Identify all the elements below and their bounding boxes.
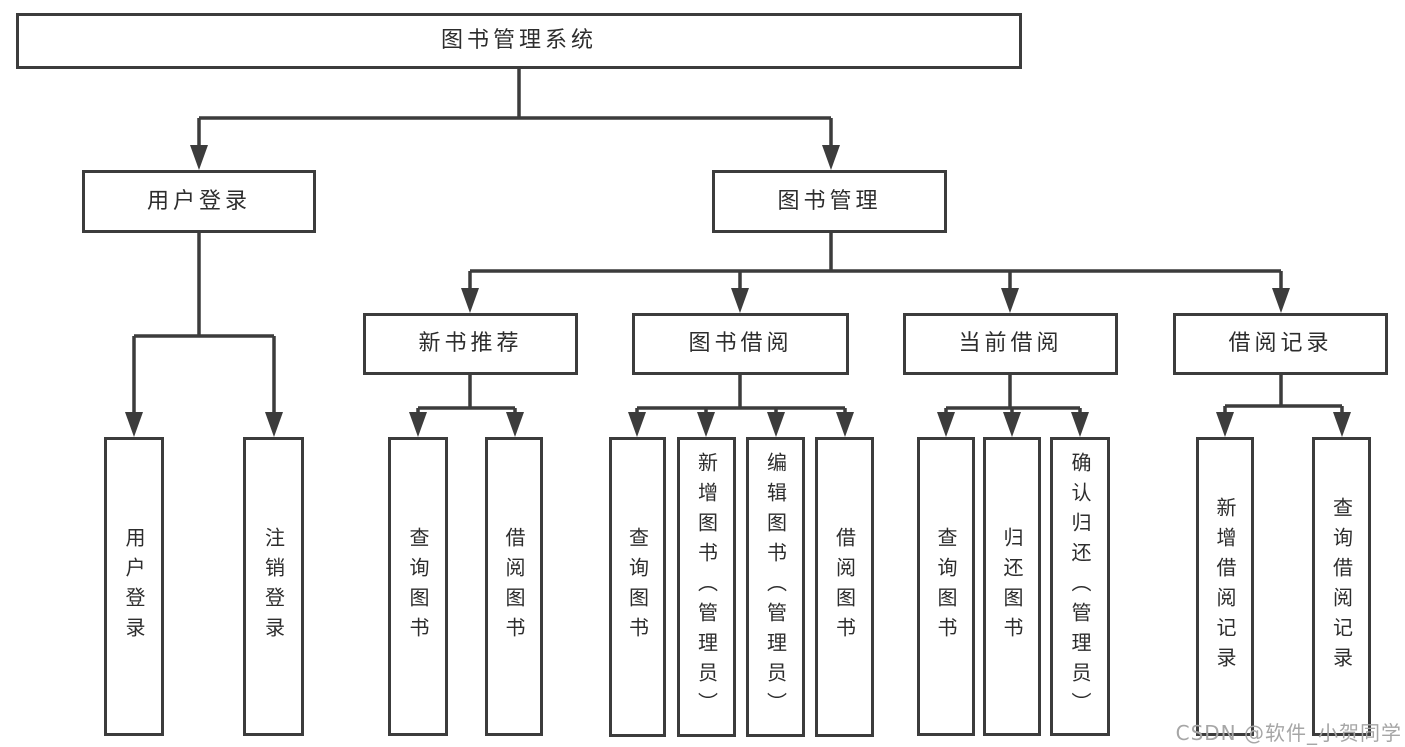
node-book-management: 图书管理 [712, 170, 947, 233]
node-label: 新书推荐 [418, 331, 523, 356]
node-label: 注销登录 [261, 526, 286, 647]
arrowhead-down-icon [1003, 412, 1021, 437]
node-label: 用户登录 [146, 188, 251, 214]
node-leaf-query-book-1: 查询图书 [388, 437, 448, 736]
arrowhead-down-icon [937, 412, 955, 437]
node-leaf-logout: 注销登录 [243, 437, 304, 736]
node-leaf-query-book-2: 查询图书 [609, 437, 666, 737]
arrowhead-down-icon [836, 412, 854, 437]
node-leaf-return-book: 归还图书 [983, 437, 1041, 736]
node-label: 新增借阅记录 [1213, 496, 1237, 677]
node-label: 图书管理系统 [440, 28, 597, 53]
arrowhead-down-icon [822, 145, 840, 170]
arrowhead-down-icon [731, 288, 749, 313]
arrowhead-down-icon [1272, 288, 1290, 313]
node-book-borrow: 图书借阅 [632, 313, 849, 375]
node-label: 用户登录 [122, 526, 146, 647]
node-label: 查询图书 [406, 526, 430, 647]
arrowhead-down-icon [1071, 412, 1089, 437]
node-leaf-query-borrow-record: 查询借阅记录 [1312, 437, 1371, 736]
node-leaf-user-login: 用户登录 [104, 437, 164, 736]
node-label: 编辑图书（管理员） [763, 452, 788, 722]
node-label: 借阅记录 [1228, 331, 1333, 356]
node-label: 借阅图书 [832, 527, 857, 647]
arrowhead-down-icon [1216, 412, 1234, 437]
node-label: 查询借阅记录 [1329, 496, 1354, 677]
node-leaf-edit-book-admin: 编辑图书（管理员） [746, 437, 805, 737]
node-label: 归还图书 [1000, 526, 1024, 647]
node-user-login-group: 用户登录 [82, 170, 316, 233]
node-label: 新增图书（管理员） [694, 452, 719, 722]
arrowhead-down-icon [461, 288, 479, 313]
node-borrow-records: 借阅记录 [1173, 313, 1388, 375]
csdn-watermark: CSDN @软件_小贺同学 [1175, 721, 1402, 745]
arrowhead-down-icon [125, 412, 143, 437]
arrowhead-down-icon [409, 412, 427, 437]
node-label: 借阅图书 [502, 526, 526, 647]
node-label: 查询图书 [934, 526, 958, 647]
node-library-system: 图书管理系统 [16, 13, 1022, 69]
node-new-book-recommend: 新书推荐 [363, 313, 578, 375]
arrowhead-down-icon [628, 412, 646, 437]
node-label: 确认归还（管理员） [1068, 451, 1092, 722]
node-leaf-add-borrow-record: 新增借阅记录 [1196, 437, 1254, 736]
arrowhead-down-icon [1001, 288, 1019, 313]
node-label: 查询图书 [625, 527, 650, 647]
arrowhead-down-icon [1333, 412, 1351, 437]
node-leaf-confirm-return-admin: 确认归还（管理员） [1050, 437, 1110, 736]
node-leaf-borrow-book-1: 借阅图书 [485, 437, 543, 736]
node-leaf-borrow-book-2: 借阅图书 [815, 437, 874, 737]
arrowhead-down-icon [767, 412, 785, 437]
arrowhead-down-icon [697, 412, 715, 437]
node-label: 图书借阅 [688, 331, 793, 356]
node-label: 图书管理 [777, 188, 882, 214]
arrowhead-down-icon [506, 412, 524, 437]
node-label: 当前借阅 [958, 331, 1063, 356]
node-leaf-query-book-3: 查询图书 [917, 437, 975, 736]
arrowhead-down-icon [265, 412, 283, 437]
node-current-borrow: 当前借阅 [903, 313, 1118, 375]
node-leaf-add-book-admin: 新增图书（管理员） [677, 437, 736, 737]
arrowhead-down-icon [190, 145, 208, 170]
